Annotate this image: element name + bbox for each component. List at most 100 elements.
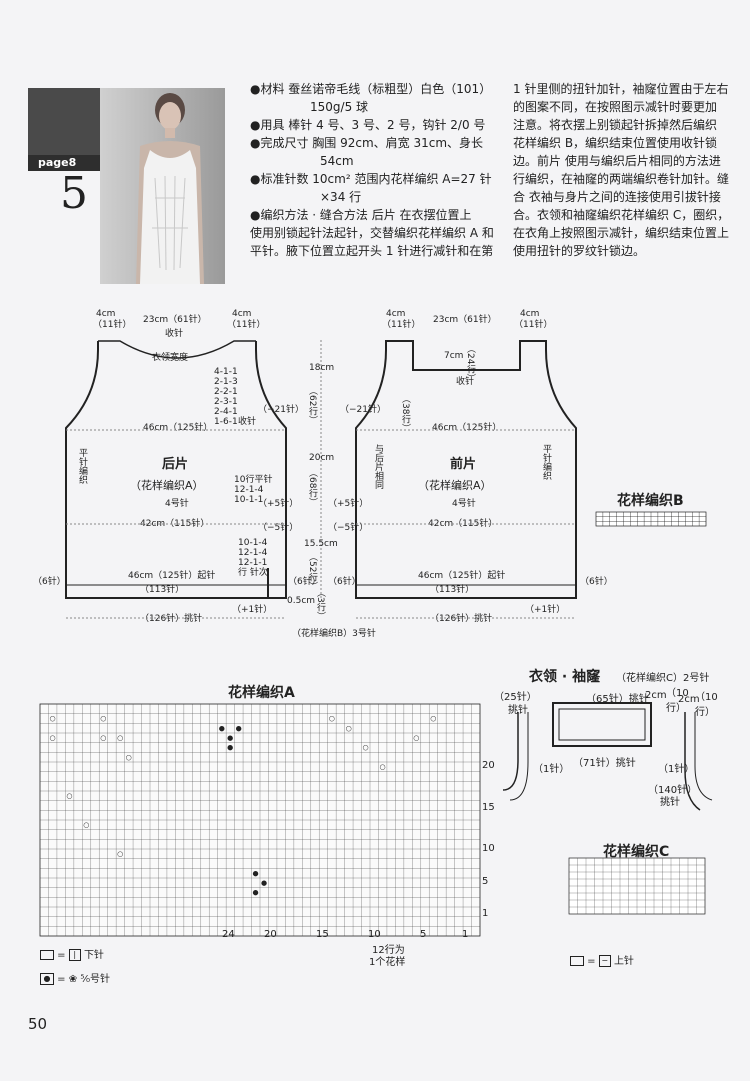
front-hem-st: （113针） xyxy=(430,583,474,595)
front-same: 与后片相同 xyxy=(373,444,384,490)
center-bottom: （花样编织B）3号针 xyxy=(292,627,376,639)
spec-line: ×34 行 xyxy=(320,190,362,204)
svg-text:●: ● xyxy=(253,889,259,897)
row-label: 10 xyxy=(482,843,495,854)
collar-p25: （25针） xyxy=(494,692,537,703)
spec-line: ●完成尺寸 胸围 92cm、肩宽 31cm、身长 xyxy=(250,136,484,150)
legend-bobble: ● = ❀ ⁵⁄₀号针 xyxy=(40,970,110,985)
center-h62: （62行） xyxy=(307,386,318,424)
legend-bobble-label: ⁵⁄₀号针 xyxy=(80,974,111,985)
back-neck: 衣领宽度 xyxy=(152,351,188,363)
front-top-right-st: （11针） xyxy=(514,318,552,330)
svg-text:○: ○ xyxy=(49,734,55,742)
back-inc: 10行平针 xyxy=(234,473,272,485)
col-label: 10 xyxy=(368,929,381,940)
svg-text:●: ● xyxy=(236,724,242,732)
legend-purl-label: 上针 xyxy=(613,956,634,967)
front-top-right: 4cm xyxy=(520,309,539,319)
front-flat-label: 平针编织 xyxy=(541,444,552,481)
pattern-number: 5 xyxy=(60,168,88,219)
spec-line: 平针。腋下位置立起开头 1 针进行减针和在第 xyxy=(250,244,494,258)
collar-r10: （10行） xyxy=(666,688,689,714)
svg-text:●: ● xyxy=(227,744,233,752)
back-w46: 46cm（125针） xyxy=(143,421,212,433)
spec-line: 在衣角上按照图示减针，编织结束位置上 xyxy=(513,226,730,240)
back-plus1: （+1针） xyxy=(232,603,272,615)
back-hem-st: （113针） xyxy=(140,583,184,595)
svg-text:●: ● xyxy=(219,724,225,732)
spec-line: 150g/5 球 xyxy=(310,100,369,114)
row-label: 20 xyxy=(482,760,495,771)
front-piece-outline xyxy=(355,340,577,599)
front-minus5: （−5针） xyxy=(328,521,368,533)
front-six-right: （6针） xyxy=(580,575,613,587)
front-bind: 收针 xyxy=(456,375,474,387)
collar-one-b: （1针） xyxy=(658,764,695,775)
svg-text:○: ○ xyxy=(430,715,436,723)
svg-text:○: ○ xyxy=(49,715,55,723)
back-inc: 12-1-4 xyxy=(234,485,264,495)
svg-text:●: ● xyxy=(227,734,233,742)
svg-text:●: ● xyxy=(253,869,259,877)
legend-purl: = − 上针 xyxy=(570,952,634,967)
col-label: 15 xyxy=(316,929,329,940)
chart-a-repeat: 12行为 xyxy=(372,945,405,956)
svg-text:○: ○ xyxy=(363,744,369,752)
back-dec: 4-1-1 xyxy=(214,367,238,377)
model-photo xyxy=(100,88,225,284)
collar-subtitle: （花样编织C）2号针 xyxy=(616,673,710,684)
front-plus1: （+1针） xyxy=(525,603,565,615)
chart-b-grid xyxy=(595,511,707,527)
svg-text:○: ○ xyxy=(126,753,132,761)
col-label: 24 xyxy=(222,929,235,940)
collar-pick2: 挑针 xyxy=(660,797,680,808)
chart-b-title: 花样编织B xyxy=(617,493,684,509)
back-six-right: （6针） xyxy=(288,575,321,587)
collar-r10-b: （10行） xyxy=(695,692,718,718)
back-dec2: 10-1-4 xyxy=(238,538,268,548)
svg-text:○: ○ xyxy=(100,715,106,723)
spec-line: 行编织，在袖窿的两端编织卷针加针。缝 xyxy=(513,172,730,186)
collar-title: 衣领 · 袖窿 xyxy=(529,669,601,685)
front-name: 前片 xyxy=(450,456,476,472)
collar-p140: （140针） xyxy=(648,785,698,796)
collar-diagram xyxy=(502,702,713,811)
row-label: 15 xyxy=(482,802,495,813)
front-six: （6针） xyxy=(328,575,361,587)
spec-line: ●标准针数 10cm² 范围内花样编织 A=27 针 xyxy=(250,172,492,186)
back-minus21: （−21针） xyxy=(258,403,304,415)
col-label: 20 xyxy=(264,929,277,940)
legend-knit-label: 下针 xyxy=(83,950,104,961)
front-pattern: （花样编织A） xyxy=(418,478,492,492)
spec-line: ●编织方法 · 缝合方法 后片 在衣摆位置上 xyxy=(250,208,472,222)
spec-line: ●材料 蚕丝诺帝毛线（标粗型）白色（101） xyxy=(250,82,492,96)
collar-pick: 挑针 xyxy=(508,705,528,716)
back-top-right-st: （11针） xyxy=(227,318,265,330)
collar-p65: （65针）挑针 xyxy=(586,694,649,705)
front-hem-w: 46cm（125针）起针 xyxy=(418,569,505,581)
chart-a-grid: ○○○○○○●●●●●●●○○○○○○○○○ xyxy=(39,703,481,937)
front-h7: 7cm xyxy=(444,351,463,361)
back-inc: 10-1-1 xyxy=(234,495,263,505)
back-dec2: 12-1-1 xyxy=(238,558,267,568)
spec-line: 注意。将衣摆上别锁起针拆掉然后编织 xyxy=(513,118,718,132)
page-number: 50 xyxy=(28,1015,48,1033)
page-tag: page8 xyxy=(28,155,100,171)
back-top-left-st: （11针） xyxy=(93,318,131,330)
collar-two-b: 2cm xyxy=(678,694,700,705)
chart-a-repeat2: 1个花样 xyxy=(369,957,406,968)
center-h18: 18cm xyxy=(309,363,334,373)
chart-a-title: 花样编织A xyxy=(228,685,295,701)
back-minus5: （−5针） xyxy=(258,521,298,533)
collar-p71: （71针）挑针 xyxy=(573,758,636,769)
svg-text:○: ○ xyxy=(379,763,385,771)
back-dec: 2-2-1 xyxy=(214,387,238,397)
back-dec2: 12-1-4 xyxy=(238,548,268,558)
front-top-mid: 23cm（61针） xyxy=(433,313,497,325)
svg-text:○: ○ xyxy=(117,734,123,742)
center-h52: （52行） xyxy=(307,552,318,590)
col-label: 1 xyxy=(462,929,469,940)
spec-line: 使用扭针的罗纹针锁边。 xyxy=(513,244,646,258)
svg-text:○: ○ xyxy=(100,734,106,742)
back-dec-bind: 收针 xyxy=(238,415,256,427)
